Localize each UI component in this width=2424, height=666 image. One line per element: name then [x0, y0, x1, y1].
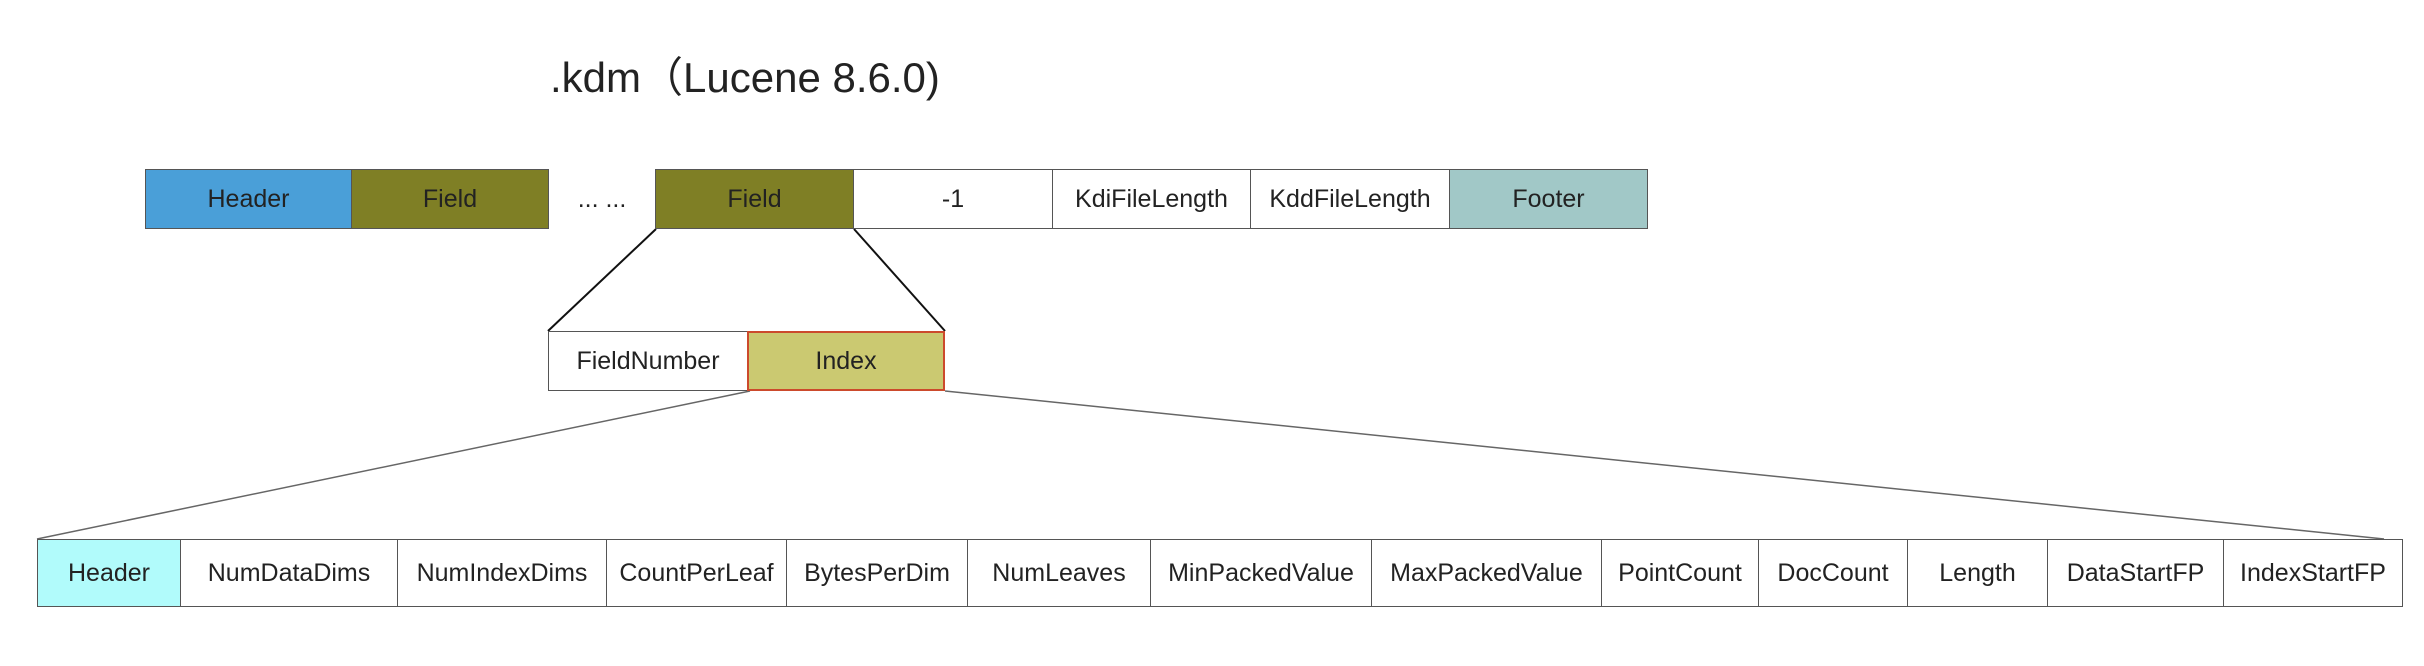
diagram-title: .kdm（Lucene 8.6.0)	[550, 54, 940, 101]
kdm-structure-row: Header Field ... ... Field -1 KdiFileLen…	[145, 169, 1648, 229]
point-count-cell: PointCount	[1601, 539, 1759, 607]
index-header-cell: Header	[37, 539, 181, 607]
index-cell: Index	[747, 331, 945, 391]
doc-count-cell: DocCount	[1758, 539, 1908, 607]
kdd-file-length-cell: KddFileLength	[1250, 169, 1450, 229]
bytes-per-dim-cell: BytesPerDim	[786, 539, 968, 607]
connector-index-to-indexstartfp	[944, 390, 2385, 540]
kdm-terminator-cell: -1	[853, 169, 1053, 229]
kdm-field-cell-last: Field	[655, 169, 854, 229]
num-data-dims-cell: NumDataDims	[180, 539, 398, 607]
kdi-file-length-cell: KdiFileLength	[1052, 169, 1251, 229]
length-cell: Length	[1907, 539, 2048, 607]
num-leaves-cell: NumLeaves	[967, 539, 1151, 607]
connector-field-to-index	[853, 228, 946, 332]
kdm-field-cell: Field	[351, 169, 549, 229]
connector-index-to-header	[36, 390, 751, 540]
kdm-header-cell: Header	[145, 169, 352, 229]
index-structure-row: Header NumDataDims NumIndexDims CountPer…	[37, 539, 2403, 607]
data-start-fp-cell: DataStartFP	[2047, 539, 2224, 607]
field-structure-row: FieldNumber Index	[548, 331, 945, 391]
kdm-ellipsis: ... ...	[577, 184, 627, 213]
max-packed-value-cell: MaxPackedValue	[1371, 539, 1602, 607]
kdm-footer-cell: Footer	[1449, 169, 1648, 229]
connector-field-to-fieldnumber	[547, 228, 657, 332]
num-index-dims-cell: NumIndexDims	[397, 539, 607, 607]
min-packed-value-cell: MinPackedValue	[1150, 539, 1372, 607]
field-number-cell: FieldNumber	[548, 331, 748, 391]
index-start-fp-cell: IndexStartFP	[2223, 539, 2403, 607]
count-per-leaf-cell: CountPerLeaf	[606, 539, 787, 607]
